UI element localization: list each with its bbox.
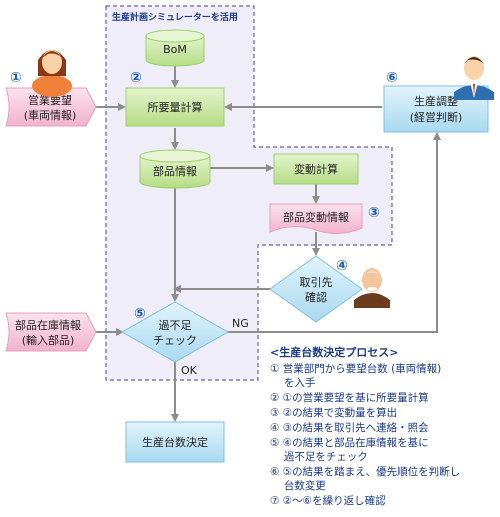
edges — [95, 64, 441, 422]
node-parts-info: 部品情報 — [139, 149, 211, 189]
marker-1: ① — [10, 70, 22, 86]
node-parts-variation-info: 部品変動情報 — [269, 203, 363, 234]
process-line: ② ①の営業要望を基に所要量計算 — [270, 391, 429, 404]
parts-info-label: 部品情報 — [153, 164, 197, 178]
edge-label-ok: OK — [181, 364, 198, 377]
sales-person-icon — [32, 50, 72, 97]
edge-check-ng-to-adjust — [228, 132, 441, 333]
requirement-calc-label: 所要量計算 — [148, 100, 203, 114]
supplier-confirm-line2: 確認 — [305, 290, 327, 304]
process-line: ① 営業部門から要望台数 (車両情報) — [270, 362, 441, 375]
supplier-person-icon — [354, 268, 390, 308]
shortage-check-line2: チェック — [153, 334, 197, 347]
shortage-check-line1: 過不足 — [159, 319, 192, 332]
sales-request-line1: 営業要望 — [28, 93, 72, 107]
node-sales-request: 営業要望 (車両情報) — [5, 87, 97, 127]
marker-5: ⑤ — [134, 306, 146, 322]
node-variation-calc: 変動計算 — [273, 153, 359, 185]
process-line: ④ ③の結果を取引先へ連絡・照会 — [270, 421, 429, 434]
node-shortage-check: 過不足 チェック — [120, 301, 230, 363]
region-label: 生産計画シミュレーターを活用 — [112, 11, 238, 23]
process-description: <生産台数決定プロセス> ① 営業部門から要望台数 (車両情報) を入手 ② ①… — [270, 345, 460, 507]
sales-request-line2: (車両情報) — [24, 108, 77, 122]
production-adjust-line2: (経営判断) — [410, 110, 463, 124]
parts-stock-line2: (輸入部品) — [22, 333, 75, 347]
production-decision-label: 生産台数決定 — [142, 435, 208, 449]
production-adjust-line1: 生産調整 — [414, 94, 458, 108]
marker-6: ⑥ — [386, 70, 398, 86]
node-production-decision: 生産台数決定 — [125, 421, 225, 463]
node-parts-stock: 部品在庫情報 (輸入部品) — [5, 312, 97, 352]
process-line: を入手 — [270, 376, 315, 389]
node-supplier-confirm: 取引先 確認 — [269, 255, 363, 323]
parts-variation-label: 部品変動情報 — [283, 210, 349, 224]
marker-3: ③ — [368, 205, 380, 221]
process-line: ⑥ ⑤の結果を踏まえ、優先順位を判断し — [270, 465, 460, 478]
edge-label-ng: NG — [232, 317, 249, 330]
process-line: ⑤ ④の結果と部品在庫情報を基に — [270, 436, 429, 449]
bom-label: BoM — [163, 43, 187, 56]
marker-2: ② — [130, 70, 142, 86]
process-line: ③ ②の結果で変動量を算出 — [270, 406, 397, 419]
process-line: 過不足をチェック — [270, 451, 368, 463]
process-line: 台数変更 — [270, 479, 326, 492]
node-requirement-calc: 所要量計算 — [125, 87, 225, 127]
variation-calc-label: 変動計算 — [294, 162, 338, 176]
node-bom: BoM — [145, 29, 205, 67]
process-title: <生産台数決定プロセス> — [270, 345, 398, 359]
parts-stock-line1: 部品在庫情報 — [15, 318, 81, 332]
supplier-confirm-line1: 取引先 — [300, 275, 333, 289]
process-line: ⑦ ②～⑥を繰り返し確認 — [270, 494, 386, 507]
marker-4: ④ — [336, 258, 348, 274]
management-person-icon — [454, 56, 494, 100]
